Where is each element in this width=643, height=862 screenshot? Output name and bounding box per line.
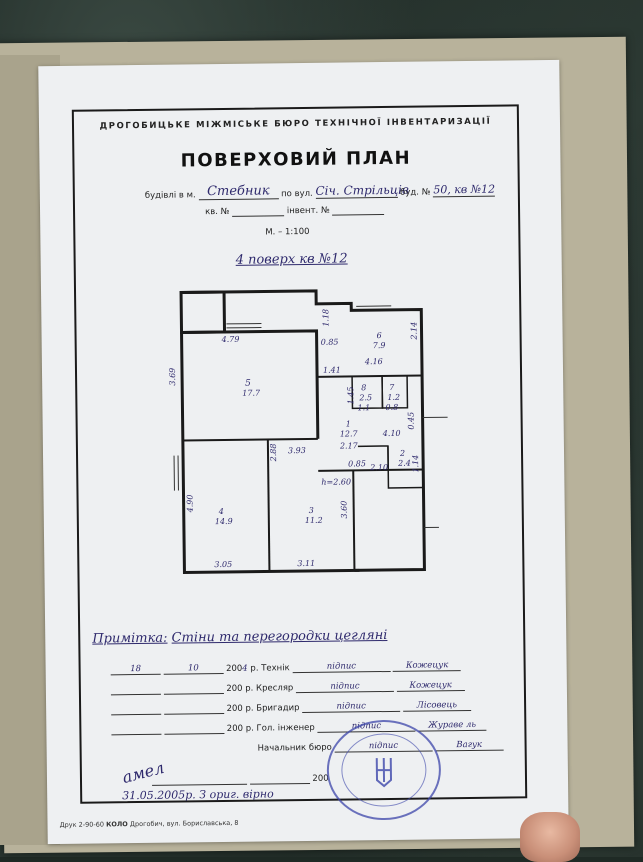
- signature-mark: підпис: [296, 681, 394, 693]
- role-label: р. Бригадир: [245, 703, 299, 714]
- bottom-date-row: 200: [152, 773, 329, 786]
- dimension-label: 2.10: [369, 463, 388, 472]
- bottom-date-blank: [152, 774, 247, 786]
- dimension-label: 3.69: [168, 368, 177, 386]
- trident-emblem-icon: [328, 721, 439, 818]
- dimension-label: 2.14: [409, 322, 418, 341]
- bottom-date-blank: [250, 773, 310, 785]
- thumb: [520, 812, 580, 862]
- room-number: 8: [361, 383, 366, 392]
- print-prefix: Друк: [59, 821, 76, 829]
- note-text: Стіни та перегородки цегляні: [172, 628, 388, 646]
- dimension-label: 3.60: [340, 501, 349, 519]
- signer-name: Вагук: [435, 740, 503, 752]
- signer-name: Кожецук: [393, 660, 461, 672]
- room-number: 6: [377, 331, 382, 340]
- date-day: 18: [111, 664, 161, 676]
- dimension-label: 4.79: [221, 335, 240, 344]
- room-number: 4: [218, 507, 224, 516]
- role-label: р. Гол. інженер: [246, 723, 315, 734]
- dimension-label: 2.88: [269, 443, 278, 462]
- year-prefix: 200: [226, 684, 242, 694]
- role-label: р. Технік: [250, 663, 289, 673]
- dimension-label: 0.85: [321, 338, 339, 347]
- year-prefix: 200: [227, 724, 243, 734]
- height-label: h=2.60: [321, 477, 351, 486]
- dimension-label: 1.18: [321, 309, 330, 327]
- room-area: 1.2: [387, 393, 400, 402]
- date-month: 10: [163, 663, 223, 675]
- dimension-label: 4.90: [186, 495, 195, 514]
- plan-wall: [353, 470, 354, 570]
- print-brand: КОЛО: [106, 820, 128, 828]
- year-prefix: 200: [226, 664, 242, 674]
- role-label: Начальник бюро: [258, 743, 332, 754]
- dimension-label: 4.16: [364, 357, 383, 366]
- room-area: 7.9: [373, 341, 386, 350]
- print-phone: 2-90-60: [79, 820, 104, 828]
- room-area: 17.7: [242, 389, 261, 398]
- room-number: 2: [399, 449, 405, 458]
- signature-mark: підпис: [292, 661, 390, 673]
- plan-wall: [181, 292, 224, 333]
- dimension-label: 1.14: [411, 455, 420, 473]
- print-address: Дрогобич, вул. Бориславська, 8: [130, 819, 239, 828]
- year-suffix: 4: [242, 664, 248, 674]
- dimension-label: 0.45: [407, 412, 416, 430]
- dimension-label: 3.93: [288, 446, 306, 455]
- room-area: 2.4: [397, 459, 411, 468]
- room-number: 7: [389, 383, 395, 392]
- plan-wall: [317, 376, 422, 377]
- signer-name: Лісовець: [403, 700, 471, 712]
- room-number: 3: [309, 506, 314, 515]
- room-number: 5: [245, 379, 251, 389]
- dimension-label: 3.05: [214, 560, 232, 569]
- dimension-label: 3.11: [297, 559, 315, 568]
- room-area: 12.7: [340, 429, 359, 438]
- dimension-label: 2.17: [339, 441, 359, 450]
- official-stamp: [326, 719, 441, 820]
- dimension-label: 4.10: [382, 429, 401, 438]
- signature-mark: підпис: [302, 701, 400, 713]
- certified-copy-note: 31.05.2005р. З ориг. вірно: [122, 787, 274, 802]
- room-number: 1: [346, 419, 351, 428]
- dimension-label: 1.1: [357, 403, 370, 412]
- document-frame: ДРОГОБИЦЬКЕ МІЖМІСЬКЕ БЮРО ТЕХНІЧНОЇ ІНВ…: [72, 104, 527, 803]
- signer-name: Кожецук: [397, 680, 465, 692]
- printer-footer: Друк 2-90-60 КОЛО Дрогобич, вул. Борисла…: [59, 819, 238, 829]
- dimension-label: 0.85: [348, 459, 366, 468]
- room-area: 14.9: [215, 517, 233, 526]
- plan-wall: [183, 439, 318, 441]
- dimension-label: 1.41: [323, 366, 341, 375]
- year-prefix: 200: [226, 704, 242, 714]
- room-area: 11.2: [305, 516, 323, 525]
- note-label: Примітка:: [92, 631, 167, 647]
- floor-plan-sheet: ДРОГОБИЦЬКЕ МІЖМІСЬКЕ БЮРО ТЕХНІЧНОЇ ІНВ…: [38, 60, 568, 844]
- floor-plan-drawing: 5 17.7 6 7.9 8 2.5 7 1.2 1 12.7 2 2.4 4 …: [74, 106, 525, 801]
- room-area: 2.5: [358, 393, 372, 402]
- role-label: р. Кресляр: [245, 683, 293, 694]
- dimension-label: 0.8: [385, 403, 398, 412]
- dimension-label: 1.45: [346, 387, 355, 405]
